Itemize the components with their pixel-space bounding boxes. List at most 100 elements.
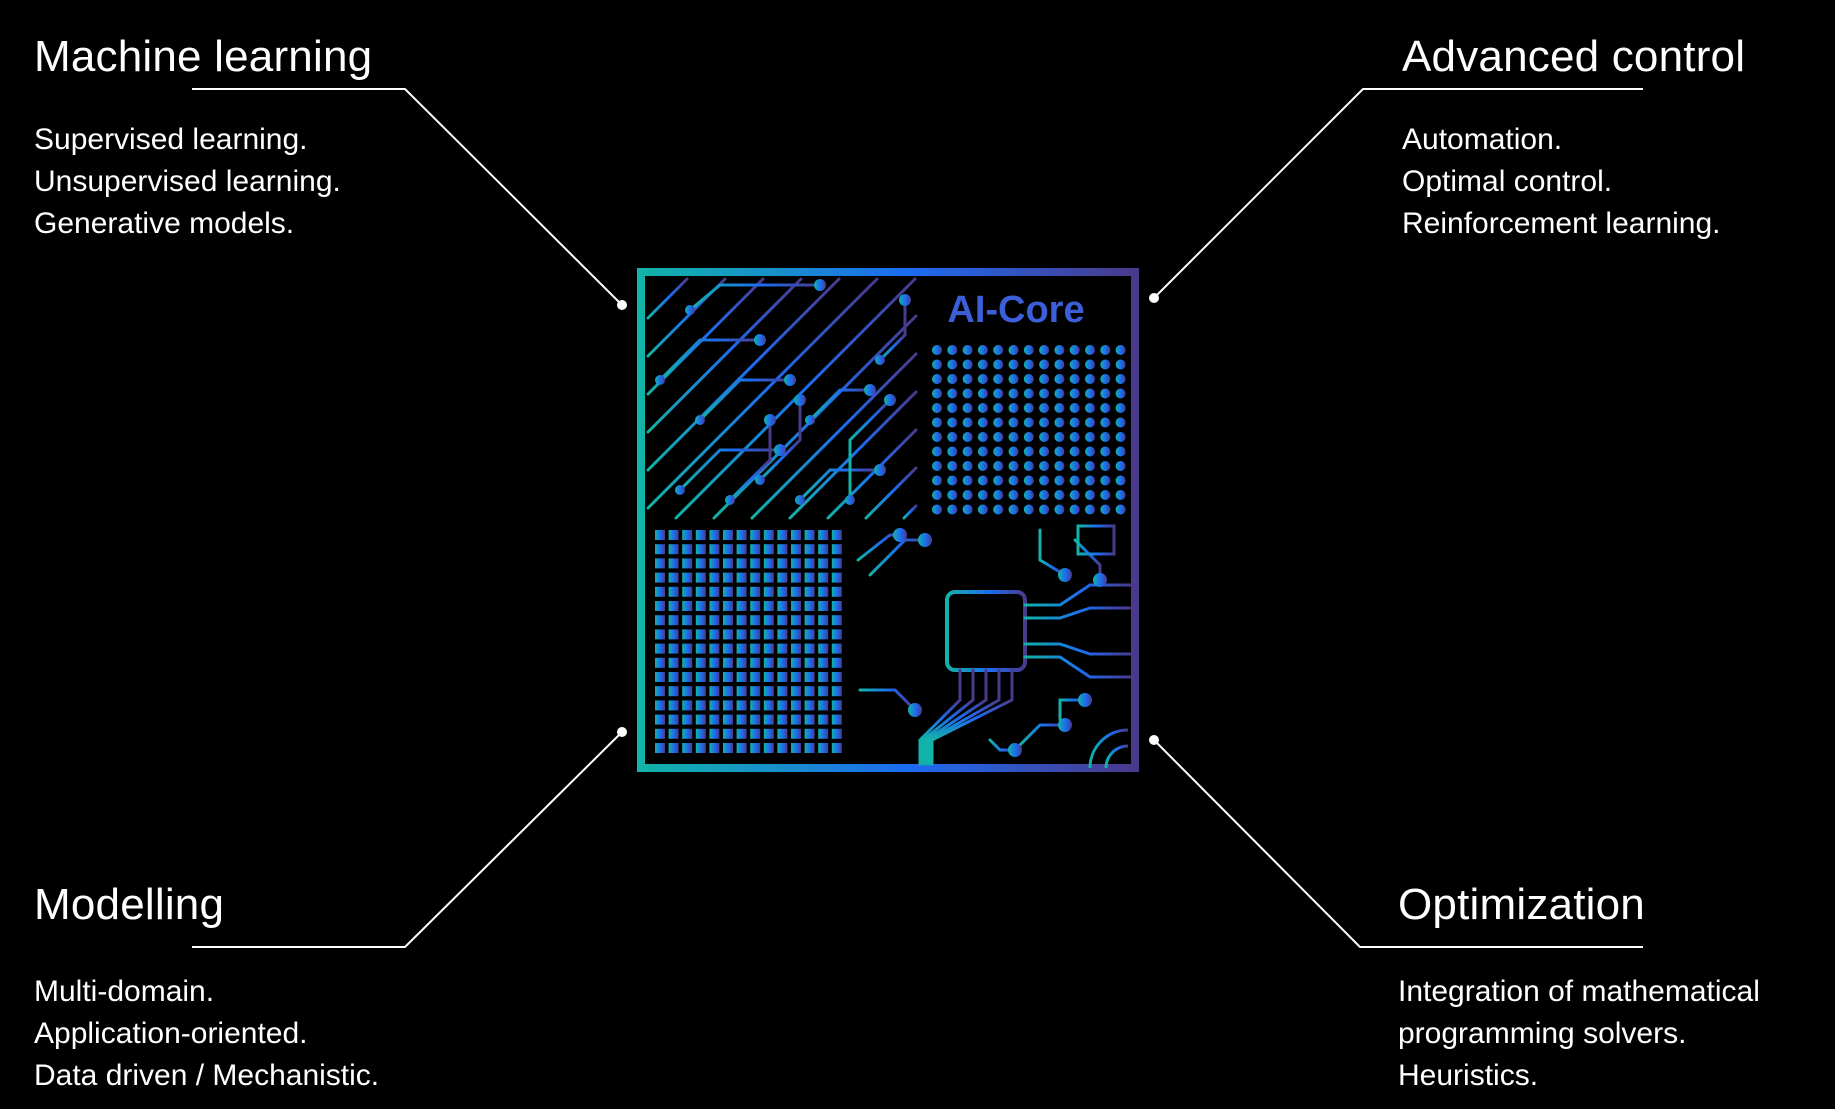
grid-square <box>777 530 788 540</box>
grid-dot <box>1100 374 1111 384</box>
grid-square <box>655 558 665 569</box>
grid-dot <box>1008 446 1019 457</box>
grid-square <box>723 714 733 725</box>
grid-square <box>831 700 842 711</box>
grid-dot <box>962 490 973 500</box>
grid-square <box>831 714 842 725</box>
grid-square <box>818 728 829 739</box>
grid-square <box>682 686 693 697</box>
grid-dot <box>1069 403 1080 413</box>
grid-square <box>791 629 801 640</box>
section-title: Machine learning <box>34 32 373 81</box>
circuit-trace <box>1038 528 1067 577</box>
processor-nodes <box>893 528 1107 757</box>
grid-dot <box>932 374 942 384</box>
grid-square <box>777 558 788 569</box>
circuit-trace <box>878 298 907 362</box>
grid-square <box>668 700 679 711</box>
grid-dot <box>1054 432 1065 442</box>
grid-square <box>831 743 842 753</box>
grid-dot <box>1039 432 1050 442</box>
grid-dot <box>1115 475 1126 486</box>
grid-dot <box>1039 475 1050 486</box>
grid-dot <box>1115 374 1126 384</box>
grid-dot <box>1085 403 1095 413</box>
grid-square <box>709 530 720 540</box>
circuit-node <box>764 414 776 426</box>
grid-square <box>831 586 842 597</box>
grid-square <box>723 657 733 668</box>
grid-square <box>736 700 747 711</box>
grid-dot <box>977 345 988 355</box>
grid-square <box>804 686 815 697</box>
grid-dot <box>1085 417 1095 428</box>
grid-dot <box>947 432 958 442</box>
circuit-node <box>655 375 665 385</box>
grid-dot <box>1085 475 1095 486</box>
corner-arc-inner <box>1104 744 1129 769</box>
grid-square <box>831 643 842 654</box>
grid-dot <box>1039 403 1050 413</box>
corner-arc-outer <box>1088 728 1129 769</box>
grid-dot <box>1054 490 1065 500</box>
grid-dot <box>1100 417 1111 428</box>
grid-square <box>709 586 720 597</box>
grid-square <box>655 601 665 611</box>
circuit-node <box>1058 568 1072 582</box>
circuit-node <box>1078 693 1092 707</box>
grid-square <box>723 572 733 583</box>
grid-square <box>804 544 815 555</box>
grid-square <box>777 714 788 725</box>
grid-square <box>736 629 747 640</box>
grid-square <box>668 657 679 668</box>
grid-dot <box>1115 461 1126 471</box>
grid-square <box>804 657 815 668</box>
grid-square <box>804 728 815 739</box>
circuit-trace <box>808 388 872 422</box>
processor-pin <box>927 668 1001 766</box>
circuit-trace <box>658 338 762 382</box>
circuit-node <box>893 528 907 542</box>
grid-square <box>791 686 801 697</box>
grid-dot <box>1054 446 1065 457</box>
grid-dot <box>1039 359 1050 370</box>
grid-square <box>695 586 706 597</box>
grid-dot <box>947 403 958 413</box>
grid-square <box>791 544 801 555</box>
circuit-traces <box>646 277 918 520</box>
grid-dot <box>1008 461 1019 471</box>
grid-dot <box>977 432 988 442</box>
grid-square <box>682 643 693 654</box>
grid-dot <box>1054 374 1065 384</box>
grid-square <box>818 743 829 753</box>
circuit-node <box>695 415 705 425</box>
grid-square <box>695 615 706 626</box>
grid-square <box>709 544 720 555</box>
grid-dot <box>1069 504 1080 515</box>
grid-square <box>655 544 665 555</box>
grid-dot <box>1008 388 1019 399</box>
grid-dot <box>932 475 942 486</box>
grid-square <box>709 714 720 725</box>
grid-dot <box>962 432 973 442</box>
list-item: Data driven / Mechanistic. <box>34 1058 380 1092</box>
grid-square <box>763 728 774 739</box>
grid-dot <box>947 388 958 399</box>
section-title: Modelling <box>34 880 225 929</box>
grid-square <box>682 700 693 711</box>
grid-dot <box>1100 461 1111 471</box>
grid-dot <box>1008 504 1019 515</box>
circuit-node <box>784 374 796 386</box>
grid-square <box>723 743 733 753</box>
grid-square <box>777 615 788 626</box>
grid-dot <box>1054 504 1065 515</box>
grid-dot <box>1100 475 1111 486</box>
section-items: Multi-domain. Application-oriented. Data… <box>34 971 379 1097</box>
ai-core-chip <box>637 268 1139 772</box>
grid-square <box>695 601 706 611</box>
grid-dot <box>1115 446 1126 457</box>
grid-dot <box>1115 345 1126 355</box>
grid-square <box>791 700 801 711</box>
grid-dot <box>932 403 942 413</box>
grid-dot <box>1069 490 1080 500</box>
